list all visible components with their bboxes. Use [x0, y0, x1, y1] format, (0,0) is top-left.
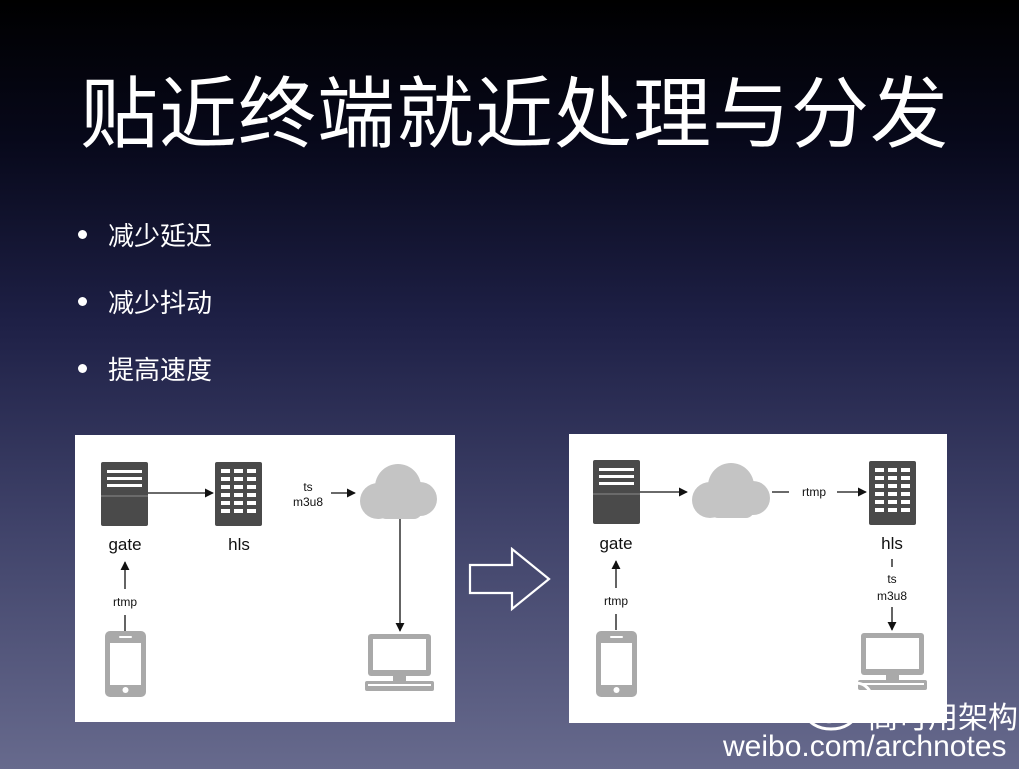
bullet-item: 提高速度	[78, 348, 212, 388]
phone-icon	[596, 631, 637, 697]
bullet-dot-icon	[78, 296, 87, 306]
diagram-before: gate hls ts m3u8	[75, 435, 455, 722]
ts-label: ts	[887, 572, 896, 586]
transition-arrow-icon	[468, 547, 551, 612]
bullet-text: 减少抖动	[108, 288, 213, 319]
hls-server-icon	[215, 462, 262, 526]
hls-server-icon	[869, 461, 916, 525]
diagram-after: gate rtmp hls t	[569, 434, 947, 723]
gate-server-icon	[593, 460, 640, 524]
gate-label: gate	[108, 535, 141, 554]
gate-server-icon	[101, 462, 148, 526]
hls-label: hls	[228, 535, 250, 554]
gate-label: gate	[599, 534, 632, 553]
bullet-dot-icon	[78, 229, 87, 239]
hls-label: hls	[881, 534, 903, 553]
cloud-icon	[692, 463, 770, 518]
bullet-dot-icon	[78, 363, 87, 373]
m3u8-label: m3u8	[877, 589, 907, 603]
rtmp-label: rtmp	[113, 595, 137, 609]
watermark-url: weibo.com/archnotes	[723, 730, 1007, 763]
diagram-after-canvas: gate rtmp hls t	[593, 460, 927, 697]
watermark-name: 高可用架构	[868, 701, 1018, 736]
m3u8-label: m3u8	[293, 495, 323, 509]
ts-label: ts	[303, 480, 312, 494]
rtmp-label: rtmp	[802, 485, 826, 499]
diagram-before-canvas: gate hls ts m3u8	[101, 462, 437, 697]
rtmp-label: rtmp	[604, 594, 628, 608]
slide-title: 贴近终端就近处理与分发	[80, 70, 950, 160]
bullet-item: 减少延迟	[78, 214, 212, 254]
computer-icon	[365, 634, 434, 691]
bullet-text: 提高速度	[108, 355, 213, 386]
phone-icon	[105, 631, 146, 697]
bullet-item: 减少抖动	[78, 281, 212, 321]
bullet-list: 减少延迟 减少抖动 提高速度	[78, 214, 212, 415]
cloud-icon	[360, 464, 437, 519]
weibo-logo-icon	[805, 681, 874, 731]
bullet-text: 减少延迟	[108, 221, 213, 252]
computer-icon	[858, 633, 927, 690]
